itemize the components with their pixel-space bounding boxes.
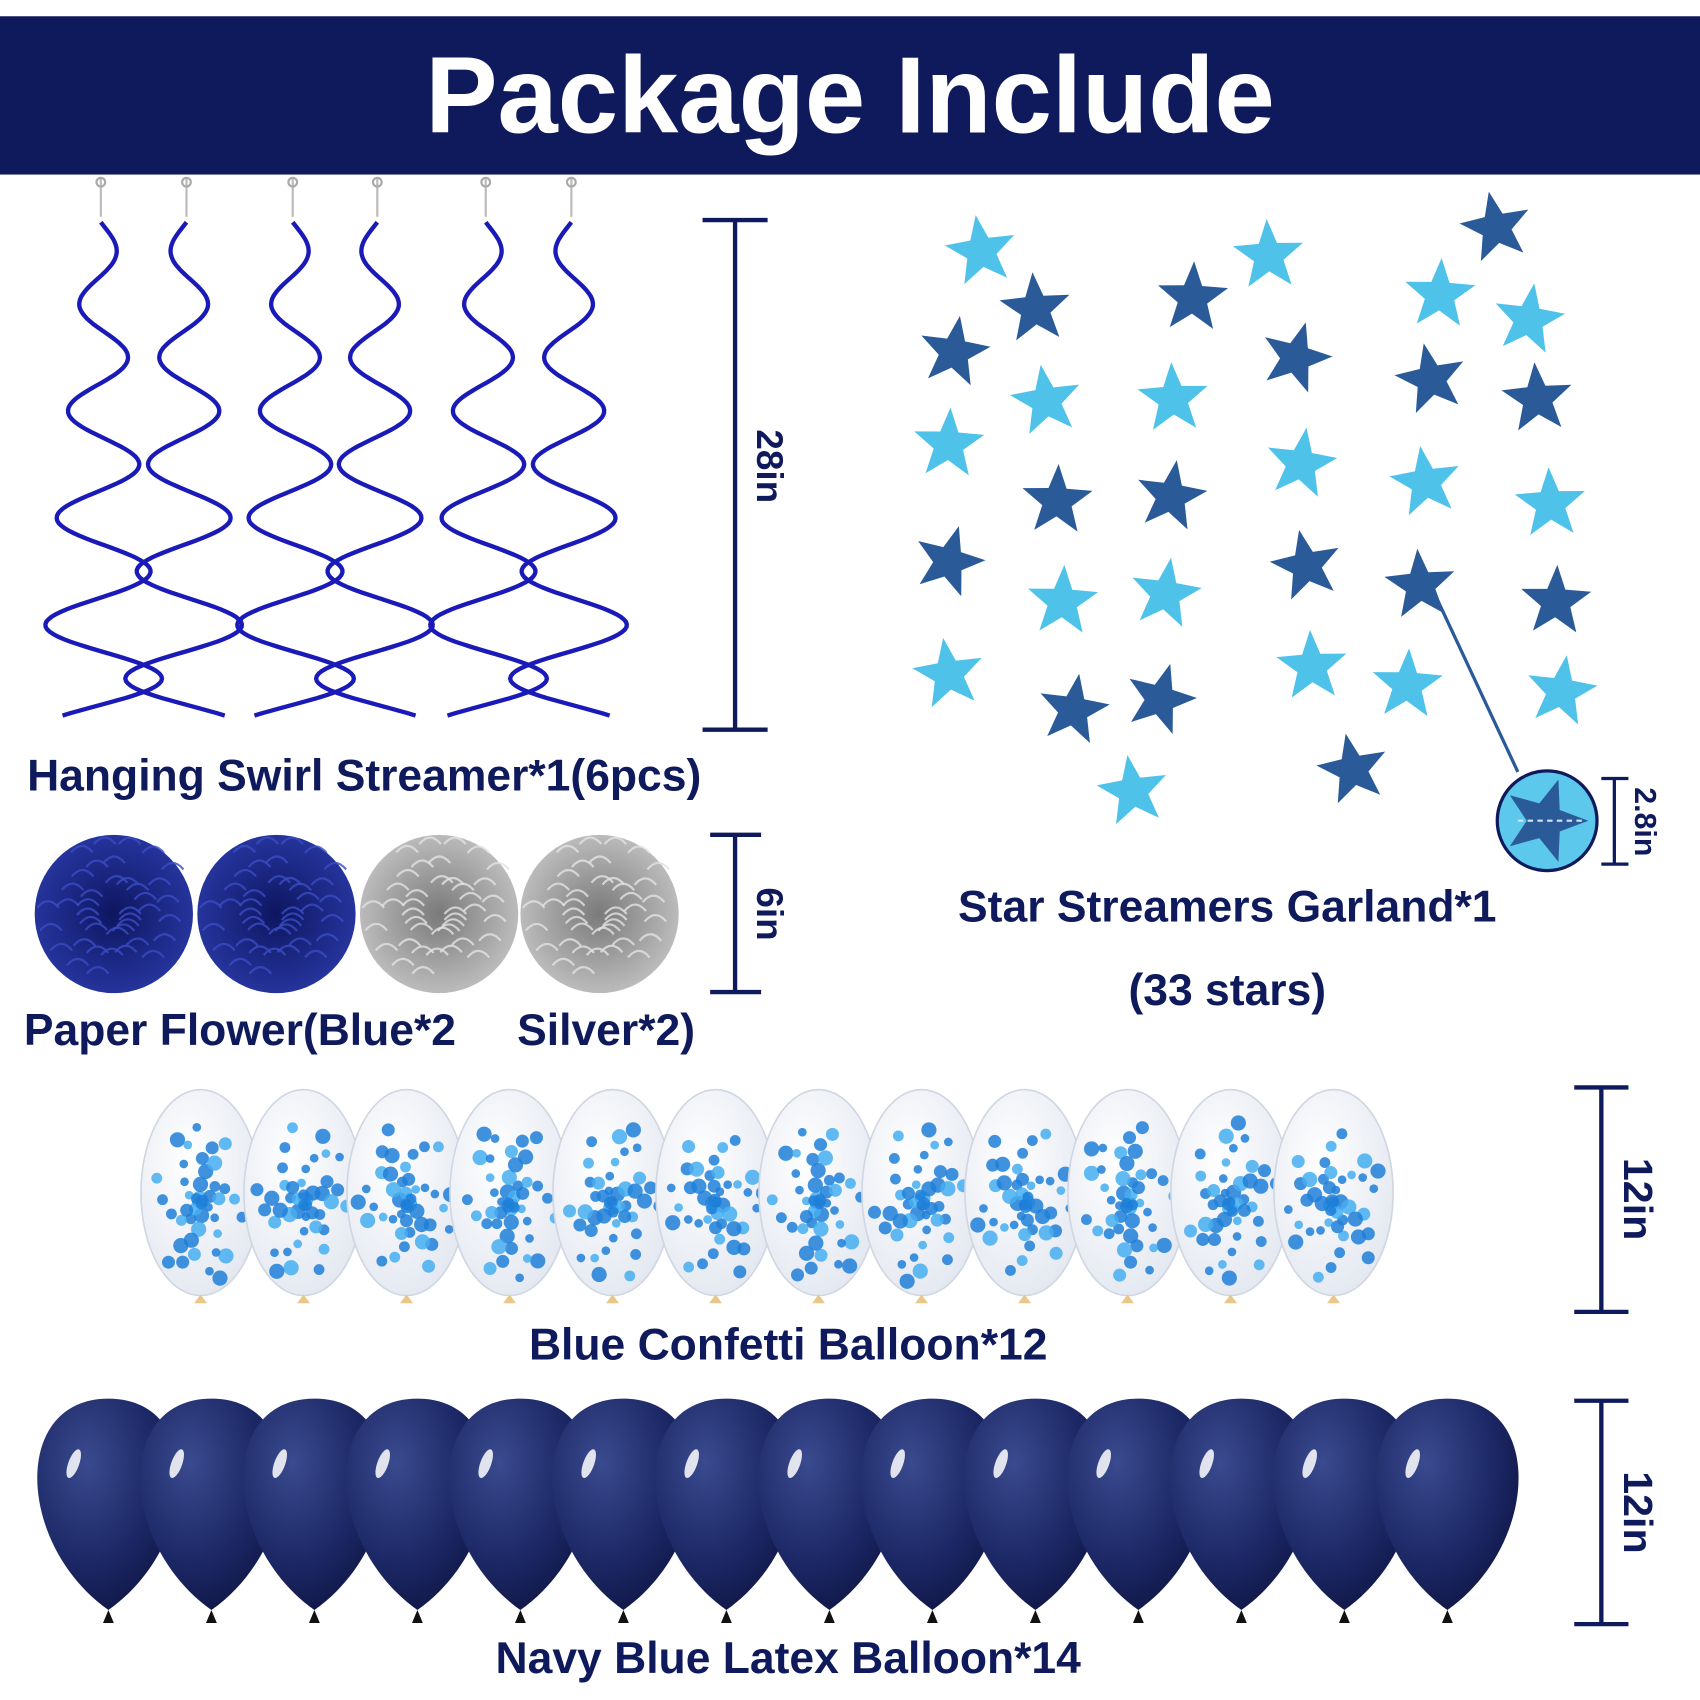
swirl-streamer bbox=[507, 176, 629, 718]
hanging-swirl-streamers bbox=[43, 176, 629, 718]
star-light bbox=[1528, 655, 1598, 725]
star-light bbox=[1028, 564, 1099, 633]
latex-label: Navy Blue Latex Balloon*14 bbox=[496, 1634, 1082, 1683]
blue-paper-flower bbox=[197, 834, 356, 994]
navy-latex-balloons bbox=[37, 1398, 1519, 1624]
confetti-balloon bbox=[758, 1088, 880, 1304]
silver-paper-flower bbox=[520, 834, 679, 994]
star-dark bbox=[1269, 529, 1339, 600]
swirl-streamer bbox=[43, 176, 165, 718]
star-dark bbox=[1384, 548, 1455, 617]
dimension-6in: 6in bbox=[710, 832, 790, 995]
star-dark bbox=[1459, 191, 1529, 262]
star-dark bbox=[1265, 322, 1333, 393]
star-dark bbox=[1129, 663, 1197, 734]
star-dark bbox=[999, 272, 1070, 341]
blue-paper-flower bbox=[34, 834, 193, 994]
star-dark bbox=[1138, 460, 1208, 530]
dimension-confetti-12in: 12in bbox=[1574, 1085, 1661, 1315]
swirl-label: Hanging Swirl Streamer*1(6pcs) bbox=[27, 751, 701, 800]
star-light bbox=[1232, 219, 1303, 287]
page-title: Package Include bbox=[425, 34, 1275, 155]
confetti-balloon bbox=[140, 1088, 262, 1304]
confetti-balloon bbox=[346, 1088, 468, 1304]
star-light bbox=[1132, 557, 1202, 627]
star-dark bbox=[921, 315, 991, 386]
star-light bbox=[1389, 446, 1459, 516]
dimension-28in: 28in bbox=[702, 217, 790, 732]
star-dark bbox=[1316, 733, 1386, 804]
confetti-balloon bbox=[1067, 1088, 1188, 1304]
confetti-balloon bbox=[655, 1088, 777, 1304]
header-banner bbox=[0, 16, 1700, 175]
paper-flowers bbox=[34, 834, 679, 994]
star-light bbox=[912, 637, 982, 708]
star-dark bbox=[1521, 564, 1592, 633]
star-dark bbox=[918, 526, 986, 597]
star-dark bbox=[1394, 343, 1464, 413]
confetti-balloon bbox=[861, 1088, 982, 1304]
svg-text:2.8in: 2.8in bbox=[1628, 787, 1661, 856]
confetti-balloon bbox=[1273, 1088, 1394, 1304]
star-light bbox=[1009, 364, 1080, 434]
star-light bbox=[1096, 755, 1166, 825]
star-light bbox=[1137, 362, 1208, 430]
star-dark bbox=[1158, 261, 1229, 329]
star-dark bbox=[1501, 362, 1572, 431]
navy-balloon bbox=[1376, 1398, 1519, 1624]
swirl-streamer bbox=[235, 176, 357, 718]
confetti-balloons bbox=[140, 1088, 1394, 1304]
svg-text:12in: 12in bbox=[1615, 1158, 1661, 1240]
confetti-balloon bbox=[964, 1088, 1085, 1304]
dimension-latex-12in: 12in bbox=[1574, 1398, 1661, 1627]
svg-text:6in: 6in bbox=[749, 887, 790, 940]
confetti-balloon bbox=[449, 1088, 571, 1304]
swirl-streamer bbox=[313, 176, 435, 718]
star-light bbox=[1268, 427, 1338, 497]
star-light bbox=[914, 407, 985, 476]
flower-label-silver: Silver*2) bbox=[517, 1006, 695, 1055]
confetti-balloon bbox=[1170, 1088, 1291, 1304]
svg-text:28in: 28in bbox=[749, 429, 790, 503]
star-light bbox=[944, 215, 1015, 285]
star-size-callout: 2.8in bbox=[1431, 590, 1661, 873]
star-light bbox=[1514, 467, 1585, 536]
garland-label: Star Streamers Garland*1 bbox=[958, 883, 1496, 932]
svg-text:12in: 12in bbox=[1615, 1471, 1661, 1553]
flower-label-blue: Paper Flower(Blue*2 bbox=[24, 1006, 456, 1055]
star-garland bbox=[912, 191, 1598, 825]
confetti-balloon bbox=[552, 1088, 674, 1304]
star-light bbox=[1495, 283, 1566, 353]
star-dark bbox=[1040, 673, 1110, 743]
garland-sublabel: (33 stars) bbox=[1128, 966, 1326, 1015]
star-light bbox=[1276, 629, 1347, 698]
star-light bbox=[1372, 648, 1443, 717]
swirl-streamer bbox=[123, 176, 245, 718]
confetti-balloon bbox=[243, 1088, 365, 1304]
star-light bbox=[1405, 258, 1476, 326]
swirl-streamer bbox=[428, 176, 550, 718]
star-dark bbox=[1022, 464, 1093, 532]
silver-paper-flower bbox=[359, 834, 519, 994]
confetti-label: Blue Confetti Balloon*12 bbox=[529, 1321, 1047, 1370]
